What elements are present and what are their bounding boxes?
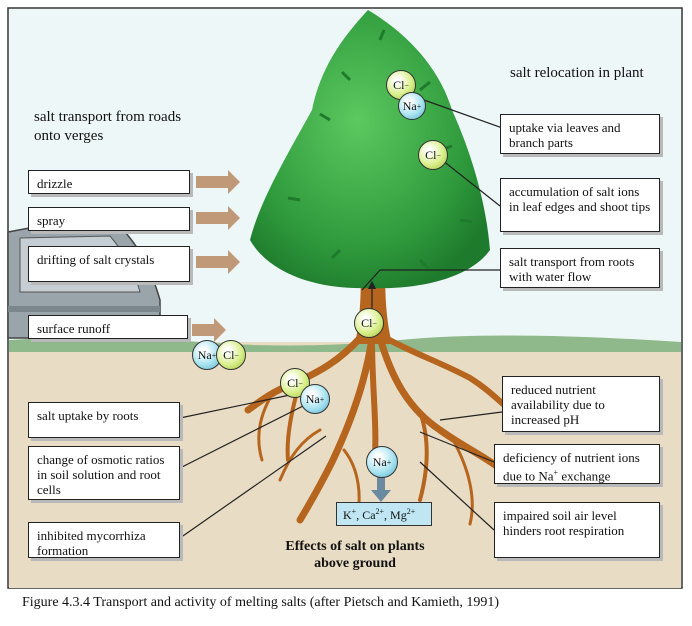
figure-caption: Figure 4.3.4 Transport and activity of m… [22, 595, 500, 610]
label-leaf-uptake: uptake via leaves and branch parts [500, 114, 660, 154]
tree-foliage [250, 10, 490, 289]
label-nutrient-deficiency: deficiency of nutrient ions due to Na+ e… [494, 444, 660, 484]
label-mycorrhiza: inhibited mycorrhiza formation [28, 522, 180, 558]
sodium-ion: Na+ [300, 384, 330, 414]
grass-strip [9, 335, 681, 352]
label-surface-runoff: surface runoff [28, 315, 188, 339]
chloride-ion: Cl− [216, 340, 246, 370]
exchange-arrow-shaft [377, 476, 385, 492]
drizzle-arrow [196, 170, 240, 194]
effects-title: Effects of salt on plants above ground [285, 539, 425, 571]
roads-title: salt transport from roads onto verges [34, 109, 182, 144]
deficiency-text: deficiency of nutrient ions due to Na [503, 450, 640, 484]
sodium-ion: Na+ [398, 92, 426, 120]
chloride-ion: Cl− [418, 140, 448, 170]
deficiency-charge: + [553, 468, 559, 477]
sodium-ion: Na+ [366, 446, 398, 478]
label-accumulation: accumulation of salt ions in leaf edges … [500, 178, 660, 232]
label-root-transport: salt transport from roots with water flo… [500, 248, 660, 288]
label-drizzle: drizzle [28, 170, 190, 194]
label-reduced-nutrient: reduced nutrient availability due to inc… [502, 376, 660, 432]
label-soil-air: impaired soil air level hinders root res… [494, 502, 660, 558]
transport-arrows [192, 170, 240, 342]
drifting-arrow [196, 250, 240, 274]
exchange-arrow-head [371, 490, 391, 502]
deficiency-tail: exchange [558, 468, 611, 484]
label-salt-uptake: salt uptake by roots [28, 402, 180, 438]
relocation-title: salt relocation in plant [510, 65, 644, 81]
sodium-ion: Na+ [192, 340, 222, 370]
chloride-ion: Cl− [354, 308, 384, 338]
label-osmotic-ratio: change of osmotic ratios in soil solutio… [28, 446, 180, 500]
label-drifting: drifting of salt crystals [28, 246, 190, 282]
label-spray: spray [28, 207, 190, 231]
runoff-arrow [192, 318, 226, 342]
exchanged-cations-box: K+, Ca2+, Mg2+ [336, 502, 432, 526]
connector-lines [179, 99, 509, 539]
spray-arrow [196, 206, 240, 230]
